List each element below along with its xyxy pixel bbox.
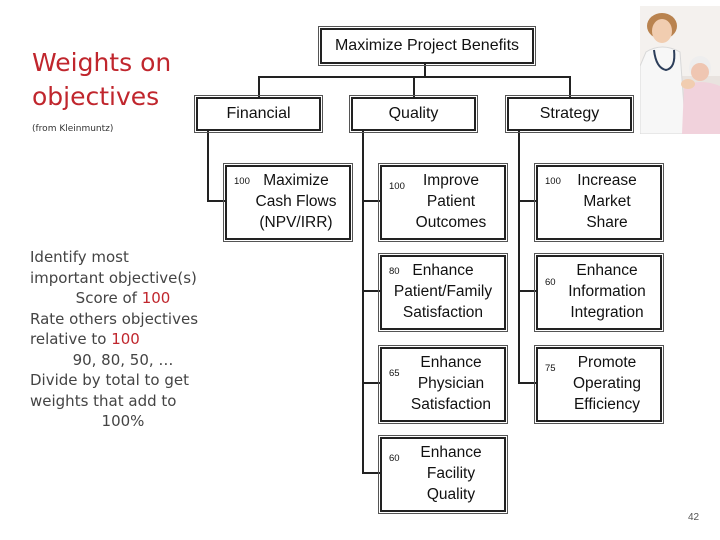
connector-line	[518, 131, 520, 384]
root-objective-label: Maximize Project Benefits	[334, 37, 520, 54]
connector-line	[362, 382, 380, 384]
objective-line: Patient	[426, 193, 476, 210]
objective-line: Satisfaction	[410, 396, 492, 413]
objective-line: Improve	[423, 172, 479, 189]
objective-score: 100	[234, 176, 250, 187]
objective-score: 65	[389, 368, 400, 379]
objective-score: 60	[545, 277, 556, 288]
bullet-line: Rate others objectives	[30, 309, 199, 328]
objective-box-improve-patient-outcomes: 100 Improve Patient Outcomes	[378, 163, 508, 242]
objective-line: Patient/Family	[393, 283, 493, 300]
objective-line: Maximize	[263, 172, 329, 189]
objective-line: Promote	[577, 354, 637, 371]
connector-line	[569, 76, 571, 98]
bullet-line: 100%	[101, 412, 145, 430]
objective-box-patient-family-satisfaction: 80 Enhance Patient/Family Satisfaction	[378, 253, 508, 332]
bullet-line: Divide by total to get	[30, 371, 189, 389]
objective-line: (NPV/IRR)	[259, 214, 333, 231]
objective-line: Integration	[570, 304, 644, 321]
category-label: Financial	[226, 105, 291, 122]
root-objective-box: Maximize Project Benefits	[318, 26, 536, 66]
bullet-line: weights that add to	[30, 391, 177, 410]
objective-line: Information	[568, 283, 646, 300]
category-label: Strategy	[539, 105, 600, 122]
objective-line: Efficiency	[573, 396, 641, 413]
objective-box-increase-market-share: 100 Increase Market Share	[534, 163, 664, 242]
category-box-financial: Financial	[194, 95, 323, 133]
page-number: 42	[688, 512, 700, 523]
objective-text: Maximize Cash Flows (NPV/IRR)	[245, 170, 347, 233]
connector-line	[518, 290, 536, 292]
objective-box-physician-satisfaction: 65 Enhance Physician Satisfaction	[378, 345, 508, 424]
category-box-strategy: Strategy	[505, 95, 634, 133]
objective-text: Enhance Patient/Family Satisfaction	[384, 260, 502, 323]
objective-box-information-integration: 60 Enhance Information Integration	[534, 253, 664, 332]
objective-text: Enhance Information Integration	[556, 260, 658, 323]
objective-line: Market	[583, 193, 631, 210]
category-label: Quality	[388, 105, 439, 122]
objective-text: Promote Operating Efficiency	[556, 352, 658, 415]
connector-line	[424, 62, 426, 77]
connector-line	[518, 382, 536, 384]
objective-line: Physician	[417, 375, 485, 392]
objective-score: 100	[545, 176, 561, 187]
objective-box-operating-efficiency: 75 Promote Operating Efficiency	[534, 345, 664, 424]
objective-line: Enhance	[412, 262, 474, 279]
instructions-text: Identify most important objective(s) Sco…	[30, 247, 216, 432]
objective-line: Quality	[426, 486, 476, 503]
bullet-line: 90, 80, 50, …	[72, 350, 174, 369]
objective-line: Enhance	[420, 444, 482, 461]
connector-line	[362, 200, 380, 202]
objective-line: Cash Flows	[255, 193, 337, 210]
objective-line: Outcomes	[415, 214, 487, 231]
objective-line: Satisfaction	[402, 304, 484, 321]
source-note: (from Kleinmuntz)	[32, 124, 114, 134]
objective-line: Enhance	[576, 262, 638, 279]
connector-line	[362, 290, 380, 292]
score-highlight: 100	[111, 330, 140, 348]
objective-text: Enhance Facility Quality	[400, 442, 502, 505]
objective-text: Enhance Physician Satisfaction	[400, 352, 502, 415]
connector-line	[362, 472, 380, 474]
objective-text: Improve Patient Outcomes	[400, 170, 502, 233]
connector-line	[413, 76, 415, 98]
bullet-text: Score of	[75, 289, 142, 307]
objective-score: 60	[389, 453, 400, 464]
objective-line: Increase	[577, 172, 637, 189]
objective-text: Increase Market Share	[556, 170, 658, 233]
connector-line	[518, 200, 536, 202]
bullet-line: relative to 100	[30, 329, 216, 350]
bullet-line: Score of 100	[30, 288, 216, 309]
nurse-patient-illustration	[640, 6, 720, 134]
connector-line	[207, 200, 225, 202]
score-highlight: 100	[141, 289, 171, 307]
connector-line	[362, 131, 364, 473]
objective-line: Operating	[572, 375, 642, 392]
objective-score: 100	[389, 181, 405, 192]
objective-line: Facility	[426, 465, 476, 482]
objective-score: 75	[545, 363, 556, 374]
bullet-text: relative to	[30, 330, 112, 348]
bullet-line: important objective(s)	[30, 268, 197, 287]
objective-box-facility-quality: 60 Enhance Facility Quality	[378, 435, 508, 514]
nurse-patient-photo	[640, 6, 720, 134]
bullet-line: Identify most	[30, 248, 129, 266]
slide-title: Weights on objectives	[32, 48, 172, 111]
objective-score: 80	[389, 266, 400, 277]
connector-line	[258, 76, 260, 98]
category-box-quality: Quality	[349, 95, 478, 133]
objective-line: Enhance	[420, 354, 482, 371]
objective-box-maximize-cash-flows: 100 Maximize Cash Flows (NPV/IRR)	[223, 163, 353, 242]
connector-line	[207, 131, 209, 201]
objective-line: Share	[586, 214, 628, 231]
